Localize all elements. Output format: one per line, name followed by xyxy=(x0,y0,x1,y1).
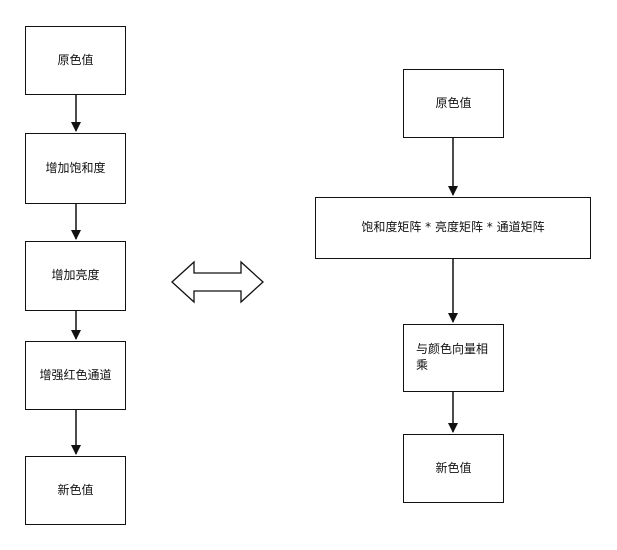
left-step-enhance-red-channel: 增强红色通道 xyxy=(25,341,126,410)
left-step-increase-saturation: 增加饱和度 xyxy=(25,133,126,204)
left-step-increase-brightness: 增加亮度 xyxy=(25,241,126,311)
left-step-new-color: 新色值 xyxy=(25,456,126,525)
right-step-original-color: 原色值 xyxy=(403,69,504,138)
left-step-original-color: 原色值 xyxy=(25,26,126,95)
left-step-label: 增加亮度 xyxy=(51,268,100,283)
left-step-label: 原色值 xyxy=(57,52,94,67)
right-step-matrix-product: 饱和度矩阵 * 亮度矩阵 * 通道矩阵 xyxy=(315,197,591,259)
left-step-label: 增加饱和度 xyxy=(45,160,106,175)
right-step-new-color: 新色值 xyxy=(403,434,504,503)
double-arrow-icon xyxy=(171,260,264,304)
right-step-label: 与颜色向量相乘 xyxy=(416,342,489,372)
right-step-label: 原色值 xyxy=(435,95,472,110)
right-step-label: 新色值 xyxy=(435,460,472,475)
left-step-label: 新色值 xyxy=(57,482,94,497)
right-step-label: 饱和度矩阵 * 亮度矩阵 * 通道矩阵 xyxy=(361,220,545,235)
right-step-multiply-vector: 与颜色向量相乘 xyxy=(403,324,504,392)
left-step-label: 增强红色通道 xyxy=(39,367,112,382)
